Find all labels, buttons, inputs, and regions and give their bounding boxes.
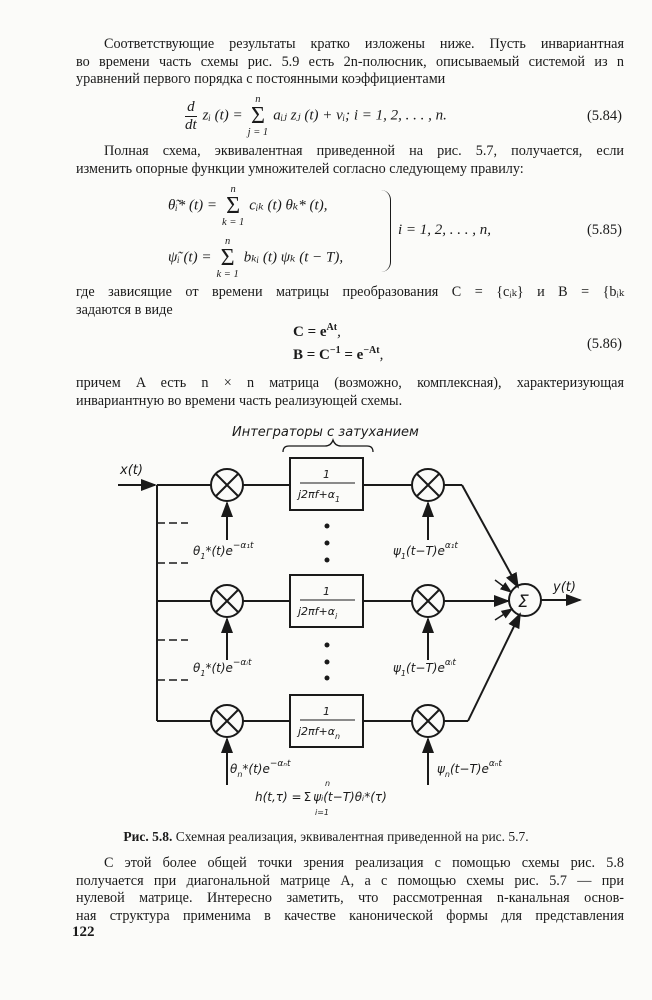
integrator-block [289,457,364,511]
sum-lower: k = 1 [216,269,239,280]
eq-left: zᵢ (t) = [202,107,243,124]
brace [282,437,374,453]
eq-sup: At [326,322,338,333]
equation-5-86-line-1: C = eAt, [293,322,341,341]
text-line: причем A есть n × n матрица (возможно, к… [76,375,624,391]
output-label: y(t) [552,580,576,595]
sum-lower: i=1 [315,808,329,817]
block-denominator: j2πf+α1 [296,488,340,504]
eq-text: , [379,347,384,363]
text-line: задаются в виде [76,301,173,318]
eq-right: aᵢⱼ zⱼ (t) + vᵢ; i = 1, 2, . . . , n. [273,107,447,124]
integrator-block [289,574,364,628]
right-brace [378,190,391,272]
multiply-icon [215,589,239,613]
left-reference-label: θ1*(t)e−α₁t [193,541,254,561]
right-reference-label: ψ1(t−T)eαᵢt [393,658,456,678]
paragraph-4: причем A есть n × n матрица (возможно, к… [76,375,624,410]
text-line: где зависящие от времени матрицы преобра… [76,284,624,300]
multiply-icon [416,709,440,733]
truncated-branches [157,522,188,681]
eq-right: bₖᵢ (t) ψₖ (t − T), [243,249,344,266]
eq-right: cᵢₖ (t) θₖ* (t), [249,197,328,214]
sum-lower: k = 1 [222,217,245,228]
sum-upper: n [325,779,330,788]
eq-text: = e [340,347,364,363]
equation-number: (5.85) [586,222,622,238]
sum-upper: n [224,236,231,247]
sum-upper: n [255,94,261,105]
integrator-block [289,694,364,748]
equation-5-86-line-2: B = C−1 = e−At, [293,345,383,364]
eq-left: θ̃ᵢ* (t) = [168,197,218,214]
block-numerator: 1 [323,585,330,598]
sum-symbol: Σ [226,193,241,219]
equation-number: (5.84) [586,108,622,124]
figure-caption: Рис. 5.8. Схемная реализация, эквивалент… [0,829,652,845]
multiply-icon [215,709,239,733]
right-reference-label: ψn(t−T)eαₙt [437,759,502,779]
text-line: Соответствующие результаты кратко изложе… [104,36,624,52]
text-line: нулевой матрице. Интересно заметить, что… [76,890,624,906]
multiply-icon [416,473,440,497]
page-number: 122 [72,924,95,940]
eq-condition: i = 1, 2, . . . , n, [398,222,492,238]
right-reference-label: ψ1(t−T)eα₁t [393,541,458,561]
fraction-denominator: dt [185,116,197,133]
sum-lower: j = 1 [247,127,269,138]
text-line: инвариантную во времени часть реализующе… [76,392,403,409]
equation-number: (5.86) [586,336,622,352]
integrators-label: Интеграторы с затуханием [232,425,419,440]
eq-sup: −At [363,345,380,356]
block-numerator: 1 [323,705,330,718]
eq-text: B = C [293,347,330,363]
eq-text: , [337,324,341,340]
caption-text: Схемная реализация, эквивалентная привед… [175,829,529,844]
eq-sup: −1 [329,345,341,356]
multiply-icon [416,589,440,613]
block-numerator: 1 [323,468,330,481]
sum-symbol: Σ [250,103,265,129]
text-line: во времени часть схемы рис. 5.9 есть 2n-… [76,53,624,70]
text-line: получается при диагональной матрице A, а… [76,872,624,889]
paragraph-2: Полная схема, эквивалентная приведенной … [76,143,624,178]
block-denominator: j2πf+αi [296,605,338,621]
fraction-numerator: d [185,98,197,117]
eq-text: C = e [293,324,327,340]
left-reference-label: θn*(t)e−αₙt [230,759,291,779]
caption-label: Рис. 5.8. [123,829,173,844]
eq-left: ψ̃ᵢ (t) = [168,249,212,266]
sum-upper: n [230,184,236,195]
multiply-icon [215,473,239,497]
text-line: Полная схема, эквивалентная приведенной … [104,143,624,159]
paragraph-1: Соответствующие результаты кратко изложе… [76,36,624,89]
text-line: изменить опорные функции умножителей сог… [76,160,524,177]
input-label: x(t) [119,463,143,478]
block-denominator: j2πf+αn [296,725,340,741]
sigma-symbol: Σ [518,592,529,612]
paragraph-5: С этой более общей точки зрения реализац… [76,855,624,925]
sum-symbol: Σ [220,245,235,271]
ellipsis-dots [324,523,330,681]
left-reference-label: θ1*(t)e−αᵢt [193,658,252,678]
paragraph-3: где зависящие от времени матрицы преобра… [76,284,624,319]
text-line: уравнений первого порядка с постоянными … [76,71,446,87]
text-line: С этой более общей точки зрения реализац… [104,855,624,871]
text-line: ная структура применима в качестве канон… [76,907,624,924]
